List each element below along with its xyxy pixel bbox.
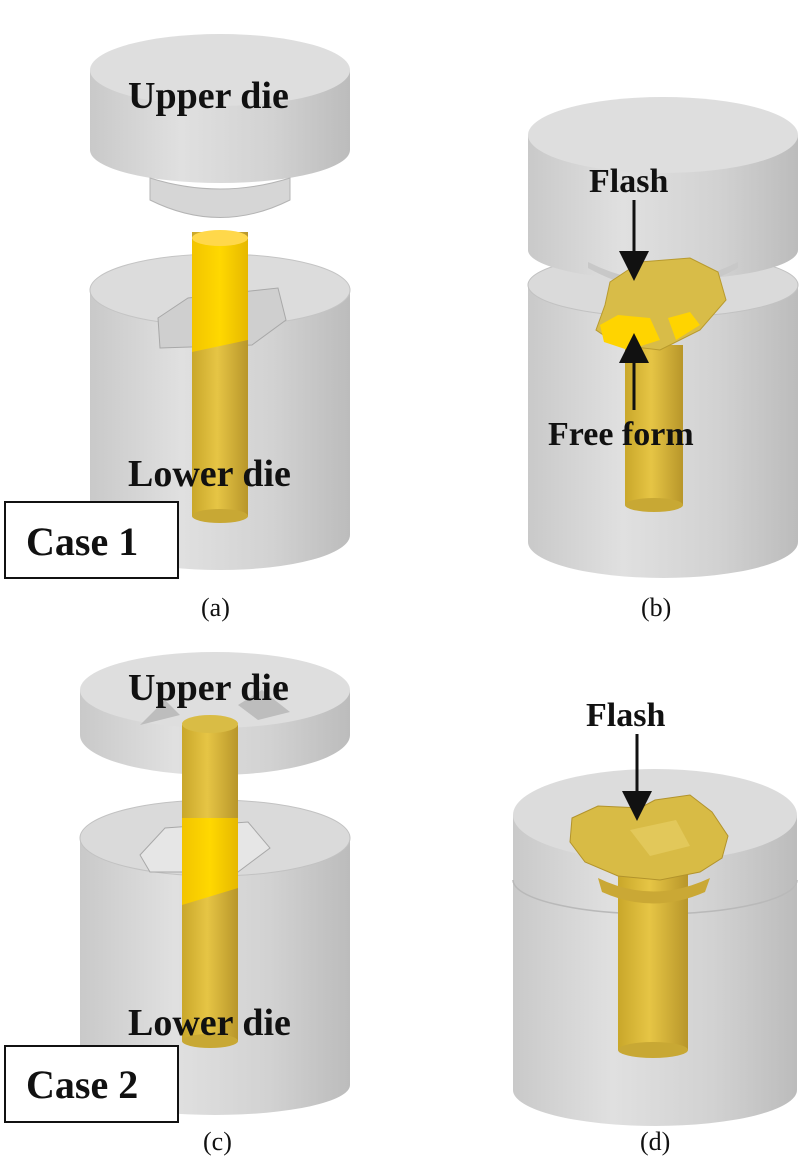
upper-die-b	[528, 97, 798, 289]
lower-die-label-c: Lower die	[128, 1002, 291, 1044]
case-label-a: Case 1	[26, 519, 138, 564]
billet-a	[192, 230, 248, 523]
upper-die-label-c: Upper die	[128, 667, 289, 709]
upper-die-a	[90, 34, 350, 218]
billet-d	[569, 794, 729, 1058]
free-form-label-b: Free form	[548, 416, 694, 453]
flash-label-d: Flash	[586, 697, 665, 734]
panel-a: Upper die Lower die Case 1 (a)	[4, 34, 351, 622]
case-label-c: Case 2	[26, 1062, 138, 1107]
caption-b: (b)	[641, 593, 671, 622]
caption-a: (a)	[201, 593, 230, 622]
case-box-c	[4, 1045, 179, 1123]
flash-label-b: Flash	[589, 163, 668, 200]
caption-d: (d)	[640, 1127, 670, 1156]
caption-c: (c)	[203, 1127, 232, 1156]
billet-c	[182, 715, 238, 1048]
panel-d: Flash (d)	[512, 697, 798, 1156]
lower-die-label-a: Lower die	[128, 453, 291, 495]
case-box-a	[4, 501, 179, 579]
panel-b: Flash Free form (b)	[527, 97, 799, 622]
panel-c: Upper die Lower die Case 2 (c)	[4, 652, 351, 1156]
upper-die-label-a: Upper die	[128, 75, 289, 117]
